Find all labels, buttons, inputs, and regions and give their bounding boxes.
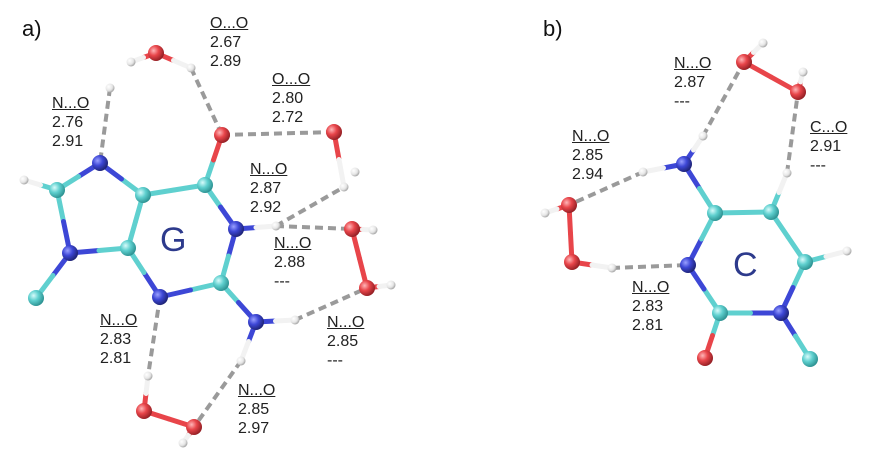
carbon-atom bbox=[197, 177, 213, 193]
covalent-bond bbox=[336, 157, 347, 190]
hydrogen-atom bbox=[638, 167, 648, 177]
hydrogen-atom bbox=[782, 168, 792, 178]
hydrogen-atom bbox=[271, 221, 281, 231]
covalent-bonds bbox=[21, 40, 850, 446]
hydrogen-atom bbox=[607, 263, 617, 273]
oxygen-atom bbox=[790, 84, 806, 100]
oxygen-atom bbox=[186, 419, 202, 435]
hydrogen-atom bbox=[842, 246, 852, 256]
oxygen-atom bbox=[697, 350, 713, 366]
hydrogen-bond bbox=[568, 170, 644, 207]
carbon-atom bbox=[797, 254, 813, 270]
hydrogen-bond bbox=[294, 286, 368, 322]
nitrogen-atom bbox=[92, 155, 108, 171]
carbon-atom bbox=[49, 182, 65, 198]
nitrogen-atom bbox=[773, 305, 789, 321]
carbon-atom bbox=[28, 290, 44, 306]
oxygen-atom bbox=[359, 280, 375, 296]
hydrogen-bond bbox=[275, 224, 353, 231]
panel-b-letter: b) bbox=[543, 16, 563, 41]
hydrogen-atom bbox=[143, 371, 153, 381]
oxygen-atom bbox=[214, 127, 230, 143]
hydrogen-atom bbox=[105, 83, 115, 93]
carbon-atom bbox=[763, 204, 779, 220]
hydrogen-bond bbox=[221, 130, 335, 137]
hydrogen-bond-lines bbox=[98, 61, 800, 429]
nitrogen-atom bbox=[248, 314, 264, 330]
oxygen-atom bbox=[736, 54, 752, 70]
nitrogen-atom bbox=[62, 245, 78, 261]
hydrogen-bond bbox=[611, 263, 689, 270]
hydrogen-atom bbox=[186, 63, 196, 73]
hydrogen-atom bbox=[339, 182, 349, 192]
hydrogen-atom bbox=[290, 315, 300, 325]
hydrogen-atom bbox=[386, 280, 396, 290]
hydrogen-atom bbox=[758, 38, 768, 48]
nitrogen-atom bbox=[228, 221, 244, 237]
oxygen-atom bbox=[564, 254, 580, 270]
hydrogen-atom bbox=[350, 167, 360, 177]
oxygen-atom bbox=[561, 197, 577, 213]
hydrogen-atom bbox=[368, 225, 378, 235]
carbon-atom bbox=[135, 187, 151, 203]
oxygen-atom bbox=[344, 221, 360, 237]
hydrogen-bond bbox=[701, 61, 746, 137]
nitrogen-atom bbox=[680, 257, 696, 273]
carbon-atom bbox=[213, 275, 229, 291]
hydrogen-bond bbox=[275, 185, 345, 228]
carbon-atom bbox=[802, 351, 818, 367]
carbon-atom bbox=[707, 205, 723, 221]
hydrogen-atom bbox=[540, 208, 550, 218]
hydrogen-atom bbox=[126, 57, 136, 67]
oxygen-atom bbox=[326, 124, 342, 140]
hydrogen-atom bbox=[178, 438, 188, 448]
oxygen-atom bbox=[148, 45, 164, 61]
nitrogen-atom bbox=[676, 156, 692, 172]
nitrogen-atom bbox=[152, 289, 168, 305]
guanine-label: G bbox=[160, 221, 187, 259]
hydrogen-bond bbox=[192, 359, 243, 429]
hydrogen-bond bbox=[146, 296, 162, 377]
carbon-atom bbox=[712, 305, 728, 321]
hydrogen-atom bbox=[19, 175, 29, 185]
hydrogen-atom bbox=[698, 131, 708, 141]
oxygen-atom bbox=[136, 403, 152, 419]
atoms bbox=[19, 38, 852, 448]
hydrogen-bond bbox=[189, 67, 224, 136]
carbon-atom bbox=[120, 240, 136, 256]
panel-a-letter: a) bbox=[22, 16, 42, 41]
hydrogen-atom bbox=[798, 67, 808, 77]
hydrogen-bond bbox=[785, 91, 800, 174]
hydrogen-bond bbox=[98, 87, 112, 164]
cytosine-label: C bbox=[733, 246, 758, 284]
hydrogen-atom bbox=[236, 356, 246, 366]
